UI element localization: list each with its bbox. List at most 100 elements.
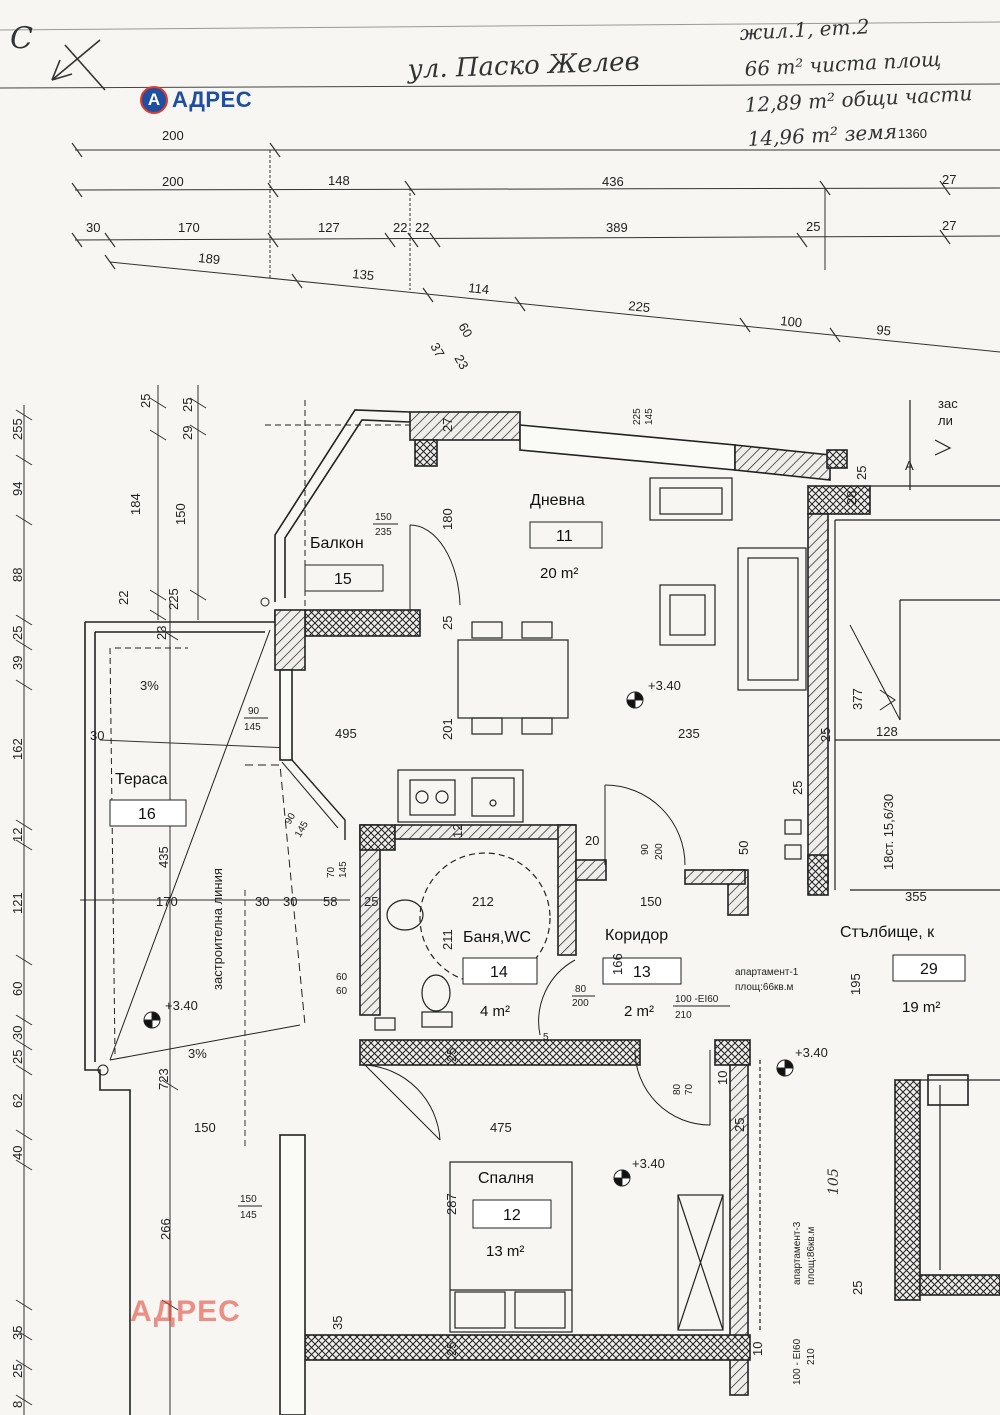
- dim-text: 62: [10, 1094, 25, 1108]
- dim-text: 475: [490, 1120, 512, 1135]
- dim-text: 435: [156, 846, 171, 868]
- dim-text: 200: [572, 998, 589, 1009]
- door-ei-label: 100 - EI60: [792, 1338, 803, 1385]
- room-number-box: [529, 521, 603, 549]
- room-number: 11: [556, 528, 573, 545]
- dim-text: 29: [180, 426, 195, 440]
- dim-text: 60: [336, 986, 348, 997]
- dim-text: 266: [158, 1218, 173, 1240]
- dim-text: 8: [10, 1401, 25, 1408]
- room-name: Тераса: [115, 771, 168, 788]
- level-marker-icon: [776, 1059, 794, 1077]
- dim-text: 90: [248, 706, 260, 717]
- dim-text: 184: [128, 493, 143, 515]
- level-marker-icon: [626, 691, 644, 709]
- wardrobe: [677, 1194, 724, 1331]
- top-dimension-lines: [71, 142, 1000, 353]
- note-line: жил.1, ет.2: [739, 14, 870, 45]
- chair: [471, 621, 503, 639]
- dim-text: 94: [10, 482, 25, 496]
- dim-text: 40: [10, 1146, 25, 1160]
- dim-text: 80: [672, 1083, 683, 1095]
- dim-text: 121: [10, 892, 25, 914]
- build-line-label: застроителна линия: [210, 868, 225, 990]
- dim-text: 212: [472, 894, 494, 909]
- brand-logo: A АДРЕС: [140, 86, 252, 114]
- dim-text: 377: [850, 688, 865, 710]
- dim-text: 23: [451, 352, 471, 372]
- apartment-1-area: площ:66кв.м: [735, 982, 794, 993]
- dim-text: 20: [585, 833, 599, 848]
- dim-text: 25: [732, 1118, 747, 1132]
- dim-text: 150: [240, 1194, 257, 1205]
- level-marker-icon: [613, 1169, 631, 1187]
- dim-text: 35: [330, 1316, 345, 1330]
- room-area: 19 m²: [902, 999, 940, 1016]
- dim-text: 10: [750, 1342, 765, 1356]
- room-number-box: [304, 564, 384, 592]
- dim-text: 25: [854, 466, 869, 480]
- room-number: 13: [633, 964, 651, 981]
- note-line: 66 m² чиста площ: [744, 47, 942, 81]
- logo-mark-icon: A: [140, 86, 168, 114]
- dim-text: 210: [675, 1010, 692, 1021]
- dim-text: 225: [632, 408, 643, 425]
- room-number-box: [472, 1199, 552, 1229]
- level-markers: [143, 691, 794, 1187]
- dim-text: 10: [715, 1071, 730, 1085]
- dim-text: 60: [455, 320, 475, 340]
- kitchen-counter: [397, 769, 524, 823]
- dim-text: 225: [166, 588, 181, 610]
- washbasin: [386, 899, 424, 931]
- dim-text: 170: [156, 894, 178, 909]
- room-number-box: [462, 957, 538, 985]
- dim-text: 30: [86, 220, 100, 235]
- dim-text: 128: [876, 724, 898, 739]
- level-marker-icon: [143, 1011, 161, 1029]
- room-name: Коридор: [605, 927, 668, 944]
- dim-text: 100 -EI60: [675, 994, 719, 1005]
- dim-text: 25: [790, 781, 805, 795]
- dim-text: 436: [602, 174, 624, 189]
- dim-text: 25: [10, 1364, 25, 1378]
- dim-text: 355: [905, 889, 927, 904]
- dim-text: 3%: [140, 678, 159, 693]
- dim-text: 287: [444, 1193, 459, 1215]
- dim-text: 235: [375, 527, 392, 538]
- build-line: [245, 764, 306, 1026]
- dim-text: 100: [780, 313, 803, 330]
- dim-text: 80: [575, 984, 587, 995]
- dim-text: 180: [440, 508, 455, 530]
- section-label: зас: [938, 396, 958, 411]
- stove: [409, 779, 456, 816]
- left-dimension-texts: 255 94 88 25 39 162 12 121 60 30 25 62 4…: [10, 418, 25, 1408]
- room-number: 15: [334, 571, 352, 588]
- dim-text: 225: [628, 298, 651, 315]
- dim-text: 145: [293, 819, 311, 839]
- apartment-1-label: апартамент-1: [735, 967, 799, 978]
- dining-table: [457, 639, 569, 719]
- logo-text: АДРЕС: [172, 87, 253, 112]
- dim-text: 145: [338, 861, 349, 878]
- misc-labels: застроителна линия апартамент-1 площ:66к…: [210, 396, 958, 1385]
- dim-text: 28: [844, 491, 859, 505]
- sofa: [737, 547, 807, 691]
- dim-text: 37: [427, 340, 447, 360]
- dim-text: 162: [10, 738, 25, 760]
- dim-text: 114: [468, 280, 490, 297]
- dim-text: 25: [138, 394, 153, 408]
- toilet: [421, 974, 451, 1012]
- dim-text: 30: [10, 1026, 25, 1040]
- dim-text: 166: [610, 953, 625, 975]
- dim-text: 1360: [898, 126, 927, 141]
- door-ei-height: 210: [806, 1348, 817, 1365]
- dim-text: 60: [336, 972, 348, 983]
- dim-text: 145: [244, 722, 261, 733]
- dim-text: 25: [440, 616, 455, 630]
- dim-text: 5: [543, 1032, 549, 1043]
- dim-text: 195: [848, 973, 863, 995]
- chair: [521, 621, 553, 639]
- dim-text: 60: [10, 982, 25, 996]
